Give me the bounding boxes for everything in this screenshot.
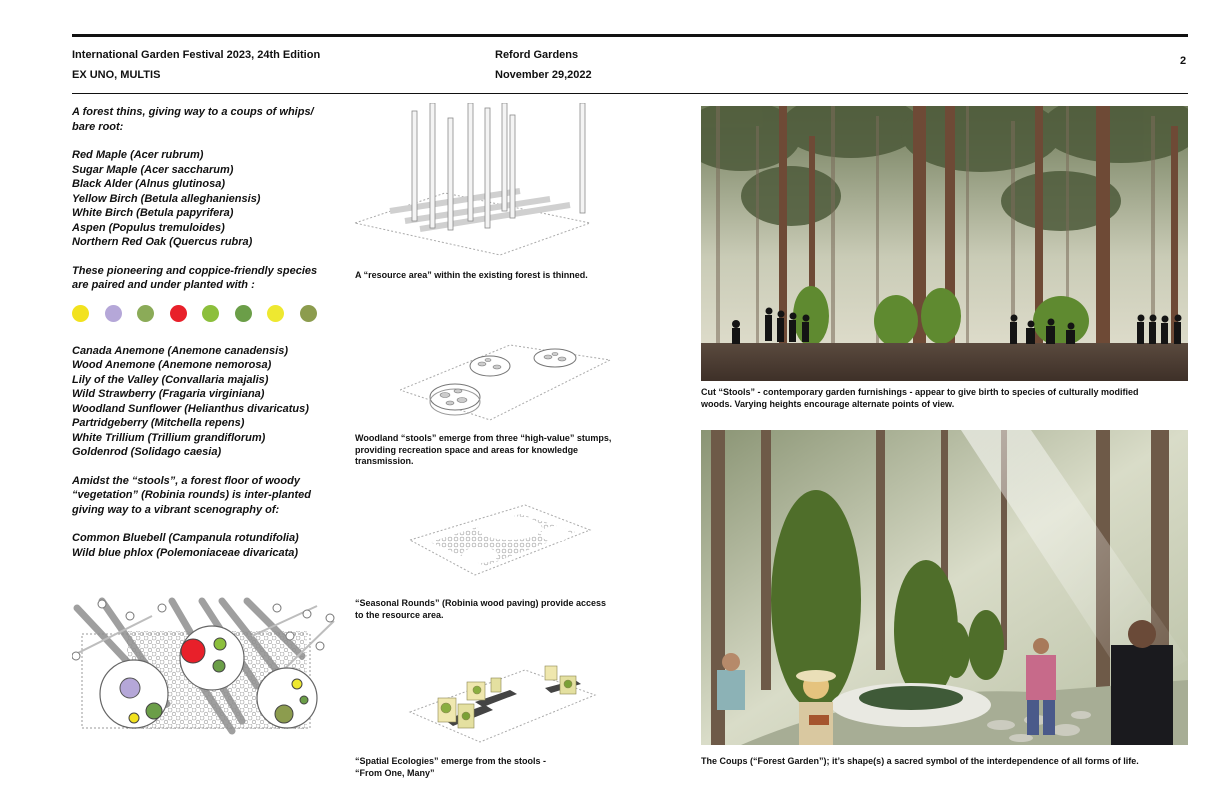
festival-title: International Garden Festival 2023, 24th… <box>72 49 321 61</box>
forest-stools-caption: Cut “Stools” - contemporary garden furni… <box>701 387 1139 409</box>
forest-stools-photo <box>701 106 1188 381</box>
understory-item: Wild Strawberry (Fragaria virginiana) <box>72 388 265 400</box>
site-plan-illustration <box>72 596 337 736</box>
venue: Reford Gardens <box>495 49 579 61</box>
flower-item: Common Bluebell (Campanula rotundifolia) <box>72 532 299 544</box>
seasonal-rounds-diagram <box>405 500 595 580</box>
understory-item: Wood Anemone (Anemone nemorosa) <box>72 359 272 371</box>
understory-item: Lily of the Valley (Convallaria majalis) <box>72 373 269 386</box>
swatch-dot <box>137 305 154 322</box>
tree-item: Yellow Birch (Betula alleghaniensis) <box>72 192 261 205</box>
tree-item: Northern Red Oak (Quercus rubra) <box>72 236 253 248</box>
top-rule <box>72 34 1188 37</box>
tree-item: Black Alder (Alnus glutinosa) <box>72 178 226 190</box>
tree-item: Sugar Maple (Acer saccharum) <box>72 163 234 176</box>
swatch-dot <box>202 305 219 322</box>
swatch-dot <box>104 305 122 322</box>
intro-line: bare root: <box>72 120 124 133</box>
species-color-swatches <box>72 305 317 322</box>
spatial-ecologies-caption: “Spatial Ecologies” emerge from the stoo… <box>355 756 547 778</box>
understory-item: Canada Anemone (Anemone canadensis) <box>72 344 288 357</box>
forest-garden-photo <box>701 430 1188 745</box>
swatch-dot <box>267 305 284 322</box>
spatial-ecologies-diagram <box>405 660 600 745</box>
swatch-dot <box>299 305 317 322</box>
date: November 29,2022 <box>495 69 592 81</box>
tree-item: Aspen (Populus tremuloides) <box>72 221 225 234</box>
stools-diagram <box>400 340 615 425</box>
floor-note: Amidst the “stools”, a forest floor of w… <box>72 474 300 487</box>
header-rule <box>72 93 1188 94</box>
floor-note: giving way to a vibrant scenography of: <box>72 503 280 516</box>
swatch-dot <box>234 305 252 322</box>
understory-item: Woodland Sunflower (Helianthus divaricat… <box>72 402 309 415</box>
plant-list: A forest thins, giving way to a coups of… <box>72 105 342 560</box>
understory-item: White Trillium (Trillium grandiflorum) <box>72 431 266 444</box>
resource-area-caption: A “resource area” within the existing fo… <box>355 270 588 280</box>
tree-item: Red Maple (Acer rubrum) <box>72 149 204 161</box>
motto: EX UNO, MULTIS <box>72 69 161 81</box>
swatch-dot <box>72 305 89 322</box>
swatch-dot <box>169 305 187 322</box>
understory-item: Goldenrod (Solidago caesia) <box>72 446 222 458</box>
floor-note: “vegetation” (Robinia rounds) is inter-p… <box>72 489 311 501</box>
tree-item: White Birch (Betula papyrifera) <box>72 207 234 219</box>
forest-garden-caption: The Coups (“Forest Garden”); it’s shape(… <box>701 756 1139 766</box>
resource-area-diagram <box>350 103 600 258</box>
pairing-note: These pioneering and coppice-friendly sp… <box>72 264 318 277</box>
stools-caption: Woodland “stools” emerge from three “hig… <box>355 433 612 466</box>
flower-item: Wild blue phlox (Polemoniaceae divaricat… <box>72 546 299 559</box>
understory-item: Partridgeberry (Mitchella repens) <box>72 417 245 429</box>
intro-line: A forest thins, giving way to a coups of… <box>72 106 314 118</box>
page-number: 2 <box>1180 55 1187 67</box>
pairing-note: are paired and under planted with : <box>72 279 255 291</box>
seasonal-rounds-caption: “Seasonal Rounds” (Robinia wood paving) … <box>355 598 607 620</box>
